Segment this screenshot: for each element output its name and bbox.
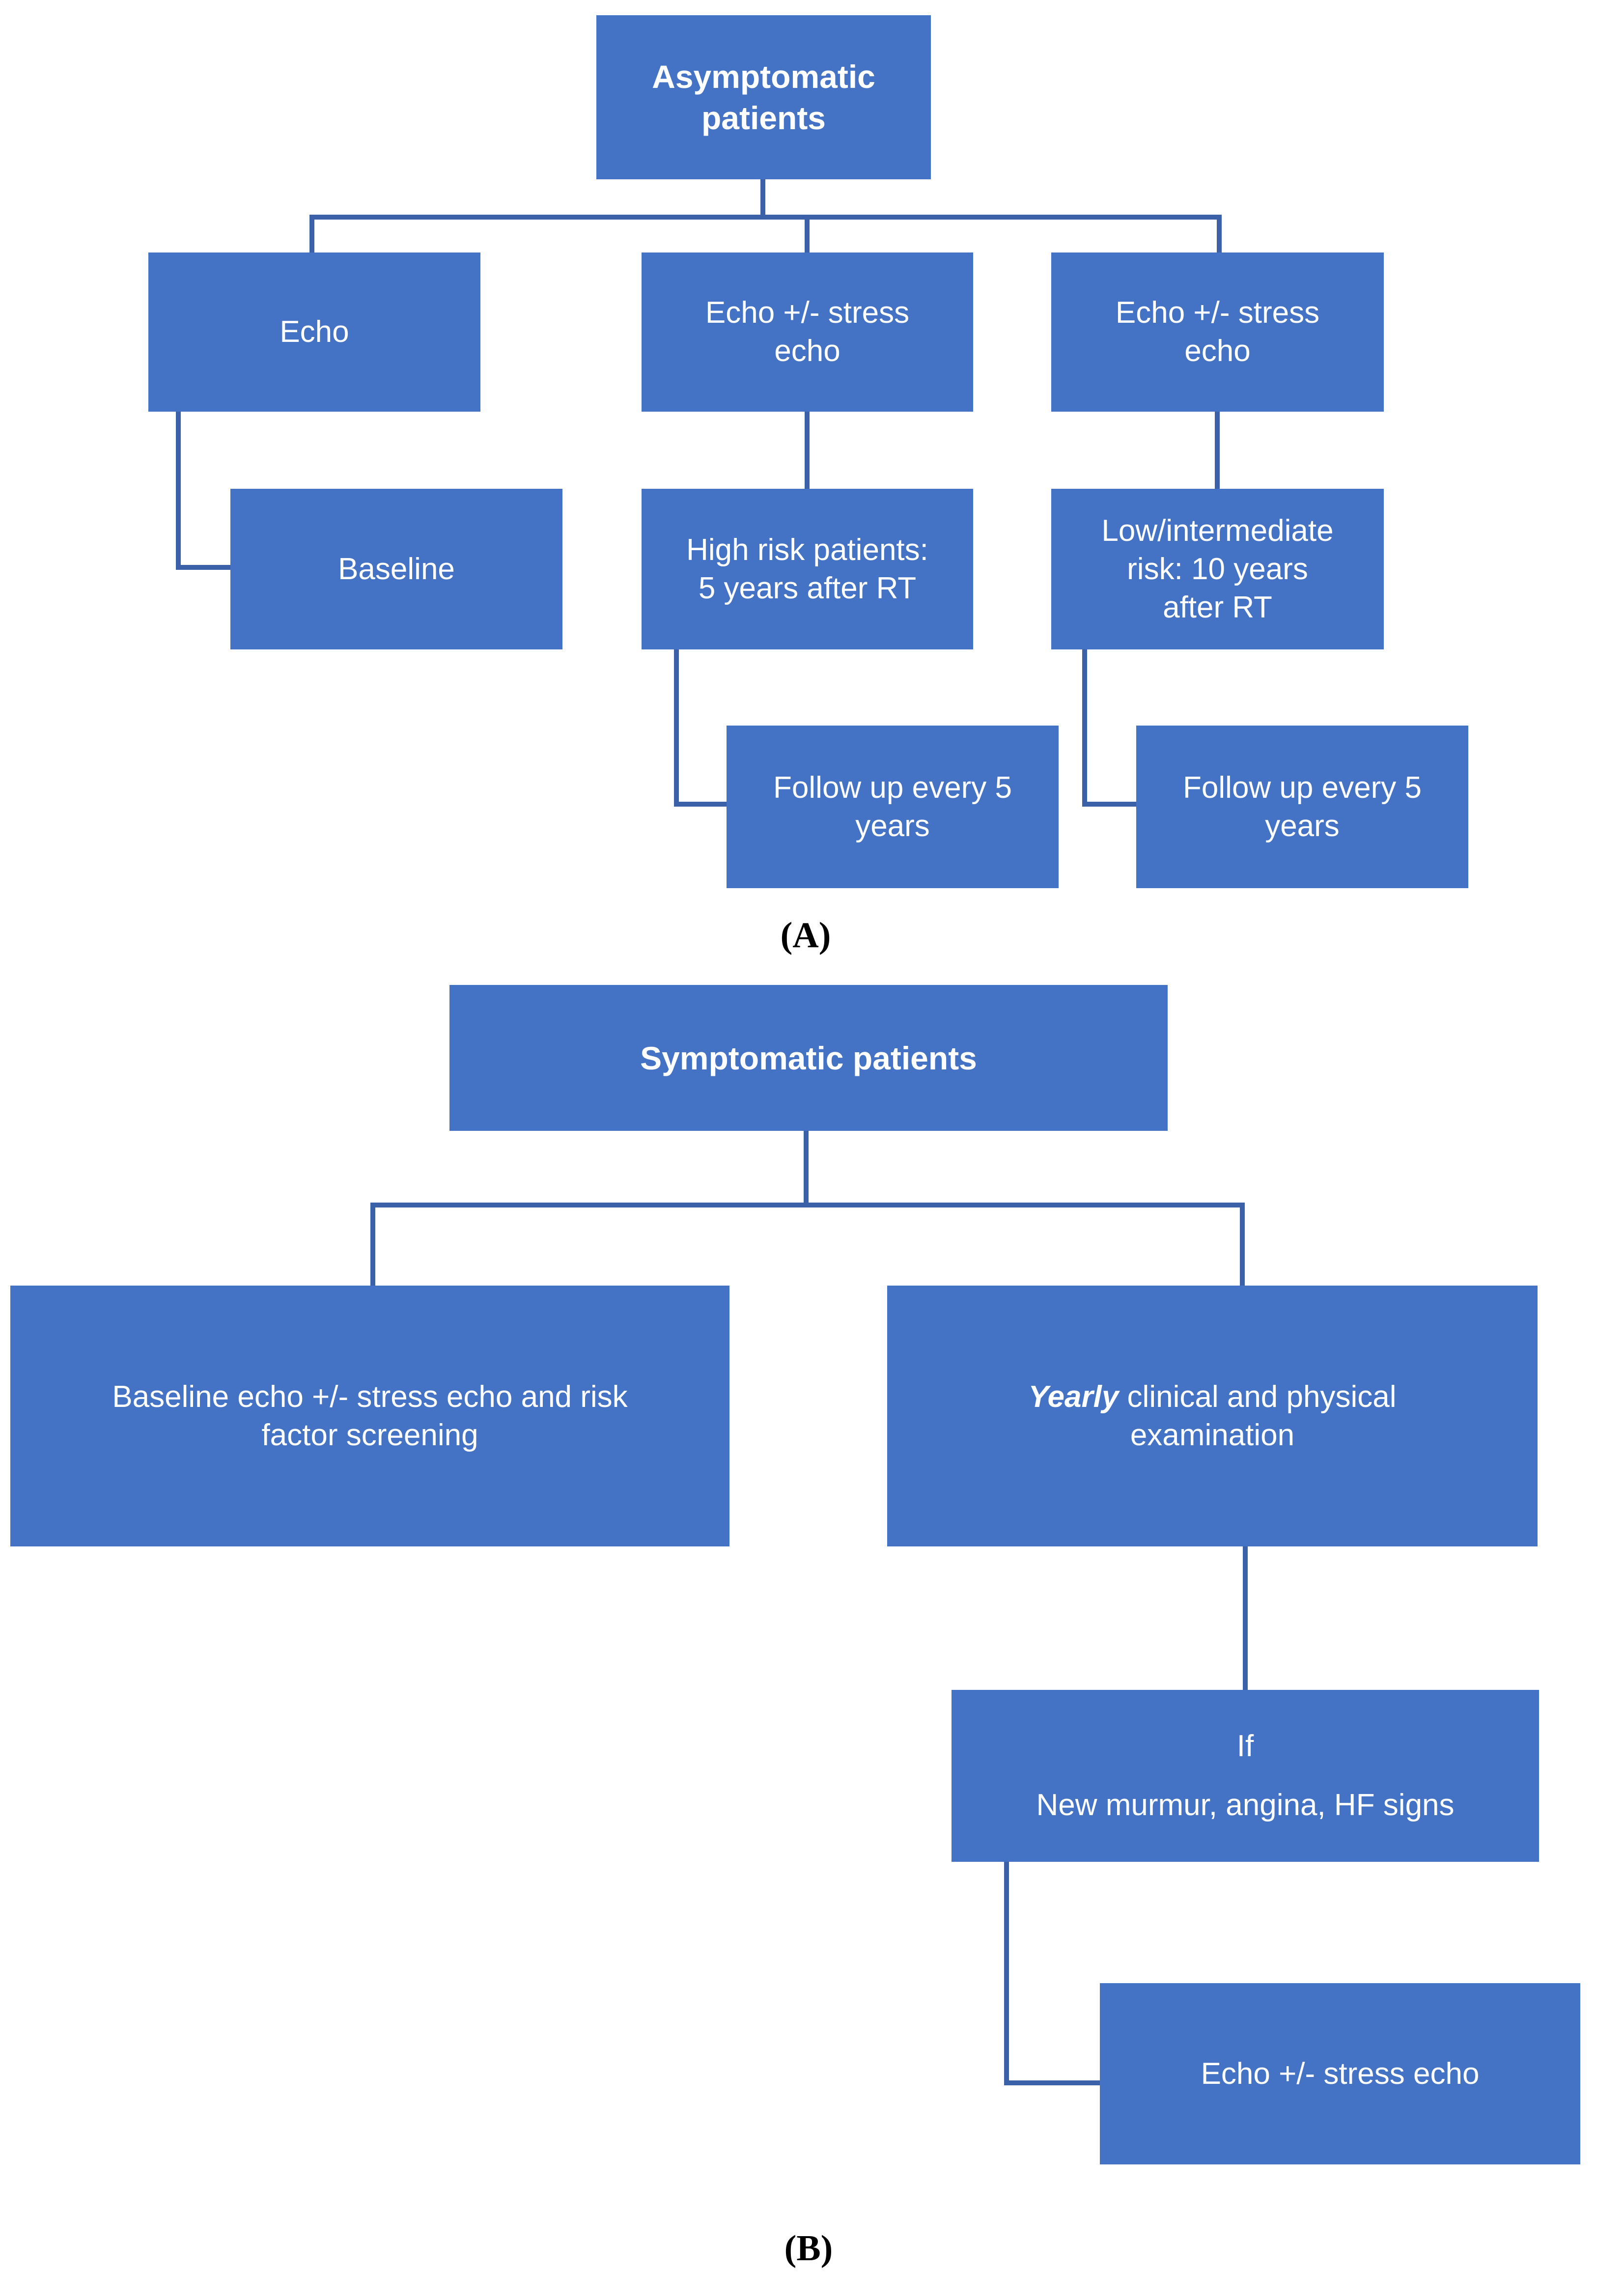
connector-highrisk-followup-vertical <box>674 649 679 807</box>
connector-asymptomatic-rail <box>309 215 1222 220</box>
node-echo-stress-final: Echo +/- stress echo <box>1100 1983 1580 2164</box>
connector-asymptomatic-stem <box>760 179 765 220</box>
connector-highrisk-followup-horizontal <box>674 802 728 807</box>
node-asymptomatic-patients: Asymptomatic patients <box>596 15 931 179</box>
if-title: If <box>1236 1729 1254 1763</box>
node-low-intermediate-risk: Low/intermediate risk: 10 years after RT <box>1051 489 1384 649</box>
connector-stub-echo-stress-mid <box>805 217 810 254</box>
if-body: New murmur, angina, HF signs <box>1036 1788 1455 1822</box>
panel-a-label: (A) <box>780 915 831 955</box>
connector-symptomatic-rail <box>370 1203 1245 1207</box>
connector-midbox-highrisk <box>805 412 810 489</box>
node-high-risk: High risk patients: 5 years after RT <box>642 489 973 649</box>
connector-lowrisk-followup-horizontal <box>1082 802 1138 807</box>
connector-symptomatic-stem <box>804 1131 809 1207</box>
connector-if-echostress-horizontal <box>1004 2080 1100 2085</box>
connector-echo-baseline-vertical <box>176 412 181 570</box>
connector-stub-echo-stress-right <box>1217 217 1222 254</box>
yearly-word: Yearly <box>1028 1379 1119 1414</box>
connector-stub-echo <box>309 217 314 254</box>
node-if-new-murmur: If New murmur, angina, HF signs <box>952 1690 1539 1862</box>
connector-stub-yearly-exam <box>1240 1203 1245 1286</box>
node-baseline-screening: Baseline echo +/- stress echo and risk f… <box>10 1286 729 1546</box>
node-followup-right: Follow up every 5 years <box>1136 726 1468 888</box>
connector-echo-baseline-horizontal <box>176 565 232 570</box>
node-yearly-exam: Yearly clinical and physical examination <box>887 1286 1538 1546</box>
node-echo-stress-mid: Echo +/- stress echo <box>642 252 973 412</box>
node-echo-stress-right: Echo +/- stress echo <box>1051 252 1384 412</box>
panel-b-label: (B) <box>784 2228 833 2269</box>
connector-if-echostress-vertical <box>1004 1862 1009 2085</box>
node-baseline: Baseline <box>230 489 562 649</box>
yearly-rest: clinical and physical examination <box>1127 1379 1397 1452</box>
node-followup-mid: Follow up every 5 years <box>727 726 1059 888</box>
connector-yearly-to-if <box>1243 1546 1248 1690</box>
connector-rightbox-lowrisk <box>1215 412 1220 489</box>
connector-stub-baseline-screening <box>370 1203 375 1286</box>
connector-lowrisk-followup-vertical <box>1082 649 1087 807</box>
yearly-exam-text: Yearly clinical and physical examination <box>1028 1378 1396 1455</box>
node-echo: Echo <box>148 252 480 412</box>
node-symptomatic-patients: Symptomatic patients <box>449 985 1168 1131</box>
